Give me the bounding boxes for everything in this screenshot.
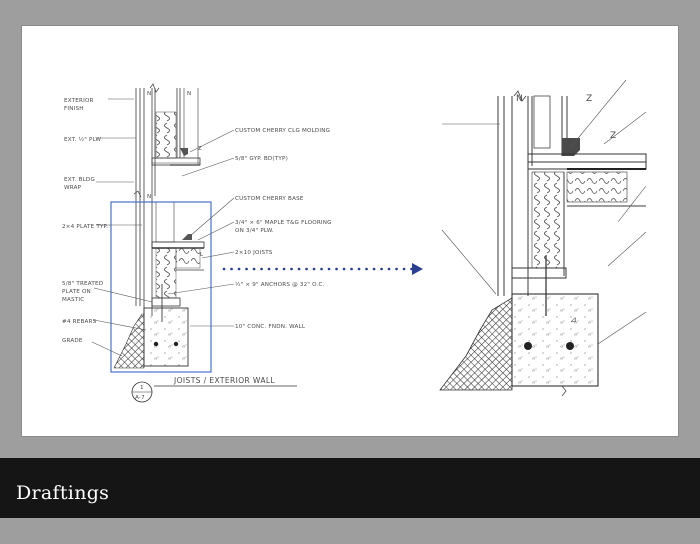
- label-plate-typ: 2×4 PLATE TYP.: [62, 224, 108, 230]
- label-on-plw: ON 3/4" PLW.: [235, 228, 274, 234]
- label-anchors: ½" × 9" ANCHORS @ 32" O.C.: [235, 281, 325, 288]
- svg-text:N: N: [516, 94, 523, 104]
- zoom-highlight-box: [110, 201, 212, 373]
- detail-number: 1: [140, 385, 144, 391]
- caption-bar: Draftings: [0, 458, 700, 518]
- label-gyp-bd: 5/8" GYP. BD(TYP): [235, 156, 288, 162]
- label-ext-plw: EXT. ½" PLW: [64, 136, 101, 143]
- svg-text:L: L: [200, 252, 204, 258]
- sheet-number: A-7: [135, 395, 145, 401]
- detail-title: JOISTS / EXTERIOR WALL: [173, 376, 275, 385]
- svg-text:Z: Z: [198, 146, 202, 152]
- label-wrap: WRAP: [64, 185, 82, 191]
- left-labels: EXTERIOR FINISH EXT. ½" PLW EXT. BLDG WR…: [62, 98, 108, 344]
- label-grade: GRADE: [62, 338, 83, 344]
- label-clg-molding: CUSTOM CHERRY CLG MOLDING: [235, 128, 330, 134]
- zoom-arrow: [222, 263, 423, 275]
- drawing-sheet: N N Z N L: [22, 26, 678, 436]
- svg-text:N: N: [147, 194, 151, 200]
- caption-title: Draftings: [16, 482, 110, 504]
- label-exterior: EXTERIOR: [64, 98, 94, 104]
- label-conc-wall: 10" CONC. FNDN. WALL: [235, 324, 306, 330]
- label-cherry-base: CUSTOM CHERRY BASE: [235, 196, 304, 202]
- label-finish: FINISH: [64, 106, 84, 112]
- label-treated: 5/8" TREATED: [62, 281, 103, 287]
- svg-text:Z: Z: [586, 94, 592, 104]
- svg-text:N: N: [187, 91, 191, 97]
- right-labels: CUSTOM CHERRY CLG MOLDING 5/8" GYP. BD(T…: [235, 128, 332, 330]
- label-maple-flooring: 3/4" × 6" MAPLE T&G FLOORING: [235, 220, 332, 226]
- svg-text:Z: Z: [610, 131, 616, 141]
- label-mastic: MASTIC: [62, 297, 84, 303]
- label-plate-on: PLATE ON: [62, 289, 91, 295]
- detail-title-block: 1 A-7 JOISTS / EXTERIOR WALL: [131, 376, 297, 403]
- label-joists: 2×10 JOISTS: [235, 250, 273, 256]
- enlarged-detail: N Z Z ⊿: [439, 79, 647, 397]
- wall-section-drawing: N N Z N L: [62, 79, 647, 403]
- small-detail: N N Z N L: [62, 83, 423, 403]
- label-rebars: #4 REBARS: [62, 319, 97, 325]
- svg-text:N: N: [147, 91, 151, 97]
- label-ext-bldg: EXT. BLDG: [64, 177, 95, 183]
- svg-text:⊿: ⊿: [570, 315, 577, 324]
